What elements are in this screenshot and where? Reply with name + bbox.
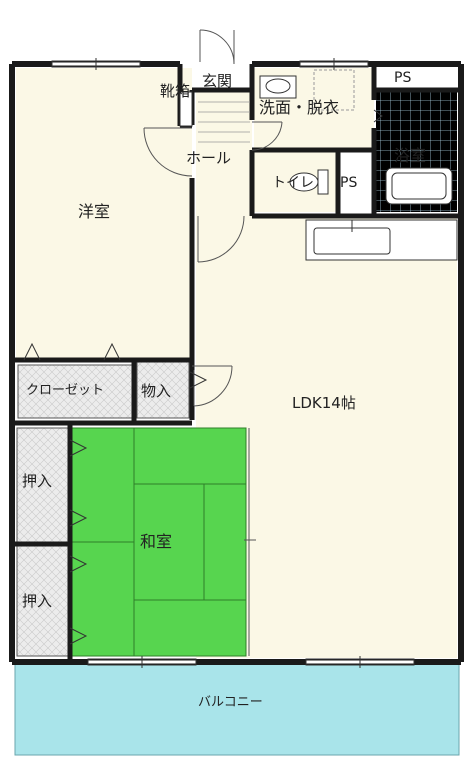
hall-label: ホール: [186, 149, 232, 167]
oshiire-2-box: [16, 545, 70, 657]
toilet-bowl: [289, 172, 319, 192]
bathtub: [385, 167, 453, 205]
ldk-door: [197, 215, 245, 263]
shoe-cabinet-label: 靴箱: [160, 82, 191, 100]
storage-label: 物入: [141, 382, 172, 400]
washroom-door: [251, 121, 283, 151]
interior-walls: [12, 64, 461, 662]
washroom-label: 洗面・脱衣: [259, 98, 340, 117]
storage-door: [192, 365, 233, 407]
oshiire-1-box: [16, 427, 70, 543]
ldk-label: LDK14帖: [292, 394, 356, 412]
entrance-door: [199, 29, 235, 65]
bath-door-mark: [373, 109, 383, 123]
oshiire-2-label: 押入: [22, 592, 53, 610]
western-room-floor: [16, 68, 192, 358]
entrance-label: 玄関: [202, 72, 233, 90]
ps-mid-floor: [338, 152, 374, 212]
bathtub-inner: [391, 172, 447, 200]
bathroom-label: 浴室: [394, 146, 427, 165]
japanese-room-label: 和室: [140, 532, 173, 551]
toilet-label: トイレ: [272, 175, 314, 191]
closet-label: クローゼット: [26, 383, 105, 398]
washer-space: [313, 69, 355, 111]
shoe-cabinet-box: [179, 91, 193, 127]
window-outlines: [51, 58, 415, 668]
balcony-area: [14, 661, 460, 756]
ps-top-floor: [376, 68, 457, 90]
ps-top-label: PS: [394, 70, 412, 86]
toilet-tank: [317, 169, 329, 195]
closet-door-marks: [23, 342, 208, 645]
washbasin-bowl: [265, 78, 291, 94]
western-room-label: 洋室: [78, 202, 111, 221]
oshiire-1-label: 押入: [22, 472, 53, 490]
balcony-label: バルコニー: [198, 695, 263, 710]
hall-floor: [196, 92, 252, 218]
western-room-door: [143, 127, 193, 177]
ps-mid-label: PS: [340, 175, 358, 191]
genkan-steps: [198, 101, 250, 143]
